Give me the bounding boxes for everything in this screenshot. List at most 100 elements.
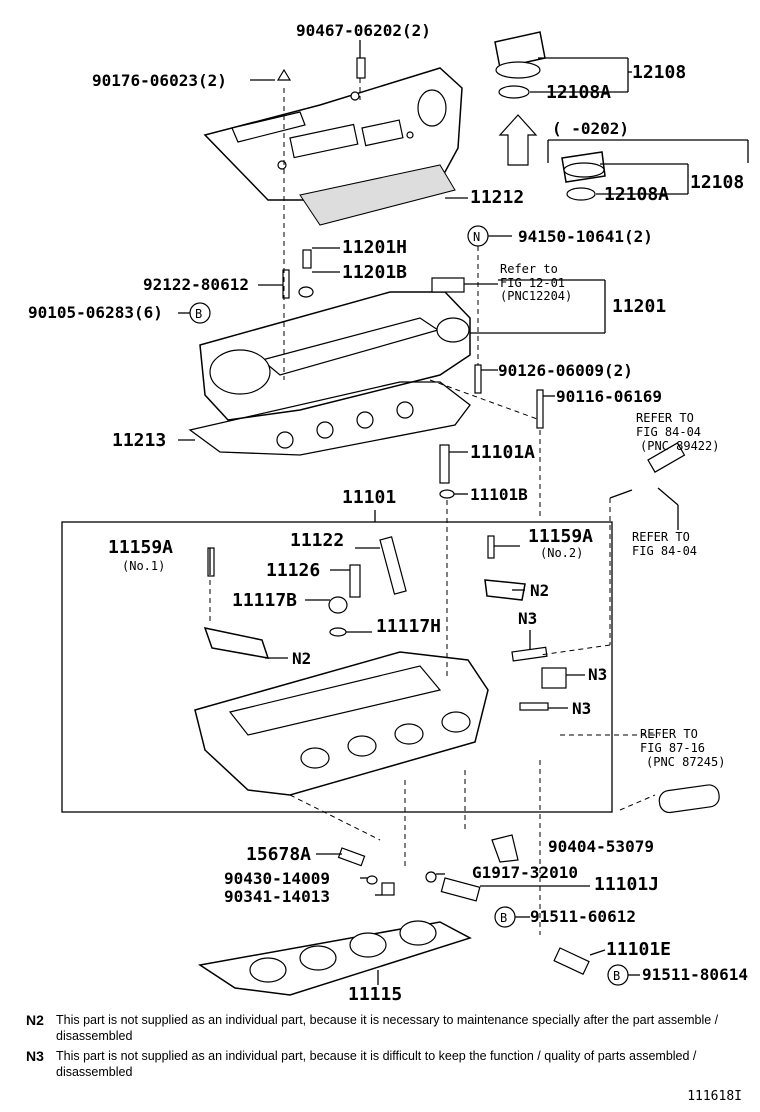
tube-11126 (349, 564, 361, 598)
label-90176-06023: 90176-06023(2) (92, 71, 227, 90)
label-11117B: 11117B (232, 590, 297, 611)
engine-cover (203, 67, 463, 226)
label-90341-14013: 90341-14013 (224, 887, 330, 906)
footnote-n3-code: N3 (26, 1048, 44, 1064)
label-11159A-no1: 11159A (108, 537, 173, 558)
label-12108-upper: 12108 (632, 62, 686, 83)
label-92122-80612: 92122-80612 (143, 275, 249, 294)
oil-filler-cap-lower (561, 151, 606, 201)
footnote-n3: N3 This part is not supplied as an indiv… (26, 1048, 736, 1080)
label-11126: 11126 (266, 560, 320, 581)
pin-n3-3 (519, 702, 549, 711)
bolt-11159A-no1 (207, 547, 215, 577)
head-cover (199, 291, 471, 421)
label-90467-06202: 90467-06202(2) (296, 21, 431, 40)
label-fig-84-04-a: FIG 84-04 (636, 425, 701, 439)
footnotes: N2 This part is not supplied as an indiv… (26, 1012, 736, 1084)
label-11117H: 11117H (376, 616, 441, 637)
sensor-11101J (440, 877, 481, 902)
label-pnc12204: (PNC12204) (500, 289, 572, 303)
label-pnc-89422: (PNC 89422) (640, 439, 719, 453)
label-11122: 11122 (290, 530, 344, 551)
label-refer-to-1: Refer to (500, 262, 558, 276)
label-91511-60612: 91511-60612 (530, 907, 636, 926)
label-11101E: 11101E (606, 939, 671, 960)
bolt-11201H (302, 249, 312, 269)
label-90404-53079: 90404-53079 (548, 837, 654, 856)
marker-b1-text: B (195, 307, 202, 321)
label-11101B: 11101B (470, 485, 528, 504)
gasket-G1917 (425, 871, 437, 883)
cylinder-head (194, 651, 489, 796)
pin-n3-1 (511, 646, 548, 662)
nut-90176 (276, 68, 292, 81)
bolt-90126 (474, 364, 482, 394)
leader-lines (178, 40, 749, 985)
bolt-11159A-no2 (487, 535, 495, 559)
label-90116-06169: 90116-06169 (556, 387, 662, 406)
label-94150-10641: 94150-10641(2) (518, 227, 653, 246)
cylinder-head-box (61, 521, 613, 813)
grommet-11201B (298, 286, 314, 298)
label-fig-12-01: FIG 12-01 (500, 276, 565, 290)
label-11115: 11115 (348, 984, 402, 1005)
head-cover-gasket (188, 381, 471, 456)
bolt-11101A (439, 444, 450, 484)
marker-n-text: N (473, 230, 480, 244)
washer-90430 (366, 875, 378, 885)
label-12108-lower: 12108 (690, 172, 744, 193)
label-12108A-upper: 12108A (546, 82, 611, 103)
label-no1: (No.1) (122, 559, 165, 573)
bolt-92122 (282, 269, 290, 299)
label-90105-06283: 90105-06283(6) (28, 303, 163, 322)
label-12108A-lower: 12108A (604, 184, 669, 205)
label-90430-14009: 90430-14009 (224, 869, 330, 888)
washer-11117H (329, 627, 347, 637)
label-11159A-no2: 11159A (528, 526, 593, 547)
oil-filler-cap-upper (494, 31, 546, 99)
label-11101: 11101 (342, 487, 396, 508)
label-11201B: 11201B (342, 262, 407, 283)
label-11201: 11201 (612, 296, 666, 317)
label-date-range: ( -0202) (552, 119, 629, 138)
dashed-guide-lines (209, 78, 660, 935)
label-fig-84-04-b: FIG 84-04 (632, 544, 697, 558)
label-fig-87-16: FIG 87-16 (640, 741, 705, 755)
bolt-90467 (356, 57, 366, 79)
label-n3-top: N3 (518, 609, 537, 628)
label-refer-to-4: REFER TO (640, 727, 698, 741)
label-11212: 11212 (470, 187, 524, 208)
plug-n3-2 (541, 667, 567, 689)
footnote-n3-text: This part is not supplied as an individu… (56, 1049, 697, 1079)
label-no2: (No.2) (540, 546, 583, 560)
diagram-id: 111618I (687, 1089, 742, 1104)
marker-b2-text: B (500, 911, 507, 925)
stud-15678A (337, 847, 366, 867)
part-labels: 90467-06202(2) 90176-06023(2) 12108 1210… (28, 21, 748, 1005)
label-refer-to-2: REFER TO (636, 411, 694, 425)
arrow-up (498, 114, 538, 166)
label-G1917-32010: G1917-32010 (472, 863, 578, 882)
cam-bearing-cap-no2 (484, 579, 526, 601)
label-90126-06009: 90126-06009(2) (498, 361, 633, 380)
washer-11101B (439, 489, 455, 499)
plug-90341 (381, 882, 395, 896)
label-n2-left: N2 (292, 649, 311, 668)
stud-90116 (536, 389, 544, 429)
sensor-89422 (647, 442, 686, 473)
sensor-11101E (553, 947, 590, 976)
label-11213: 11213 (112, 430, 166, 451)
label-11101J: 11101J (594, 874, 659, 895)
pcv-valve (431, 277, 465, 293)
label-refer-to-3: REFER TO (632, 530, 690, 544)
cam-bearing-cap-no1 (203, 626, 270, 659)
head-gasket (198, 920, 472, 996)
footnote-n2-code: N2 (26, 1012, 44, 1028)
hose-87245 (658, 784, 720, 814)
label-n3-mid: N3 (588, 665, 607, 684)
label-11101A: 11101A (470, 442, 535, 463)
union-90404 (491, 834, 519, 863)
tube-11122 (379, 536, 407, 595)
label-11201H: 11201H (342, 237, 407, 258)
